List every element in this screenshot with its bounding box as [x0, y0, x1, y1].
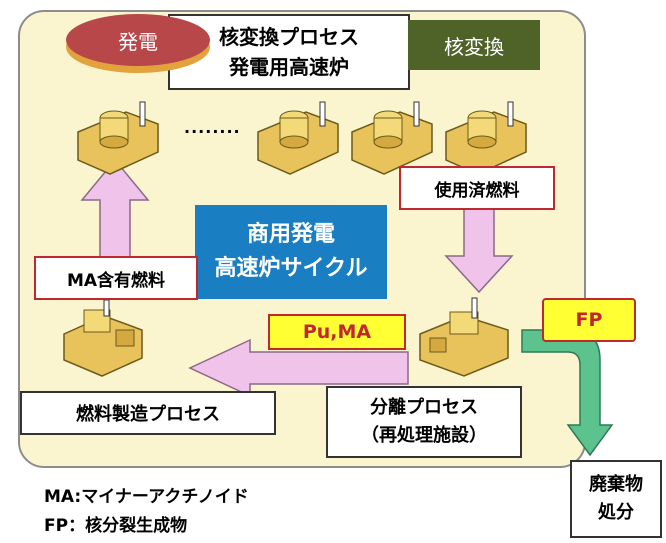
separation-process-box: 分離プロセス （再処理施設） — [326, 386, 522, 458]
cycle-title-line2: 高速炉サイクル — [214, 256, 368, 281]
arrow-down-spent-fuel — [444, 207, 514, 294]
legend-fp: FP：核分裂生成物 — [44, 516, 188, 536]
disposal-subtitle: 処分 — [598, 502, 634, 523]
abbreviation-legend: MA:マイナーアクチノイド FP：核分裂生成物 — [44, 483, 249, 541]
more-reactors-ellipsis: ........ — [184, 118, 241, 137]
reprocessing-subtitle: （再処理施設） — [361, 425, 487, 446]
reactor-building-icon — [77, 101, 159, 175]
legend-ma: MA:マイナーアクチノイド — [44, 487, 249, 507]
waste-disposal-box: 廃棄物 処分 — [570, 460, 662, 538]
transmutation-process-box: 核変換プロセス 発電用高速炉 — [168, 14, 410, 90]
reactor-building-icon — [257, 101, 339, 175]
fp-label: FP — [542, 298, 636, 342]
waste-title: 廃棄物 — [589, 474, 643, 495]
reactor-building-icon — [445, 101, 527, 175]
fuel-fabrication-box: 燃料製造プロセス — [20, 391, 276, 435]
pu-ma-label: Pu,MA — [268, 314, 406, 350]
arrow-left-pu-ma — [188, 338, 409, 398]
power-generation-badge: 発電 — [66, 14, 210, 66]
reprocessing-plant-icon — [419, 297, 509, 377]
transmutation-badge: 核変換 — [408, 20, 540, 70]
fuel-fabrication-plant-icon — [63, 299, 143, 377]
cycle-title-box: 商用発電 高速炉サイクル — [195, 205, 387, 299]
arrow-fp-to-waste — [521, 329, 614, 457]
power-fast-reactor-subtitle: 発電用高速炉 — [229, 55, 349, 79]
spent-fuel-label: 使用済燃料 — [399, 166, 555, 210]
separation-title: 分離プロセス — [370, 397, 478, 418]
arrow-up-ma-fuel — [80, 158, 150, 259]
transmutation-process-title: 核変換プロセス — [219, 25, 359, 49]
cycle-title-line1: 商用発電 — [246, 222, 335, 247]
ma-fuel-label: MA含有燃料 — [34, 256, 198, 300]
reactor-building-icon — [351, 101, 433, 175]
